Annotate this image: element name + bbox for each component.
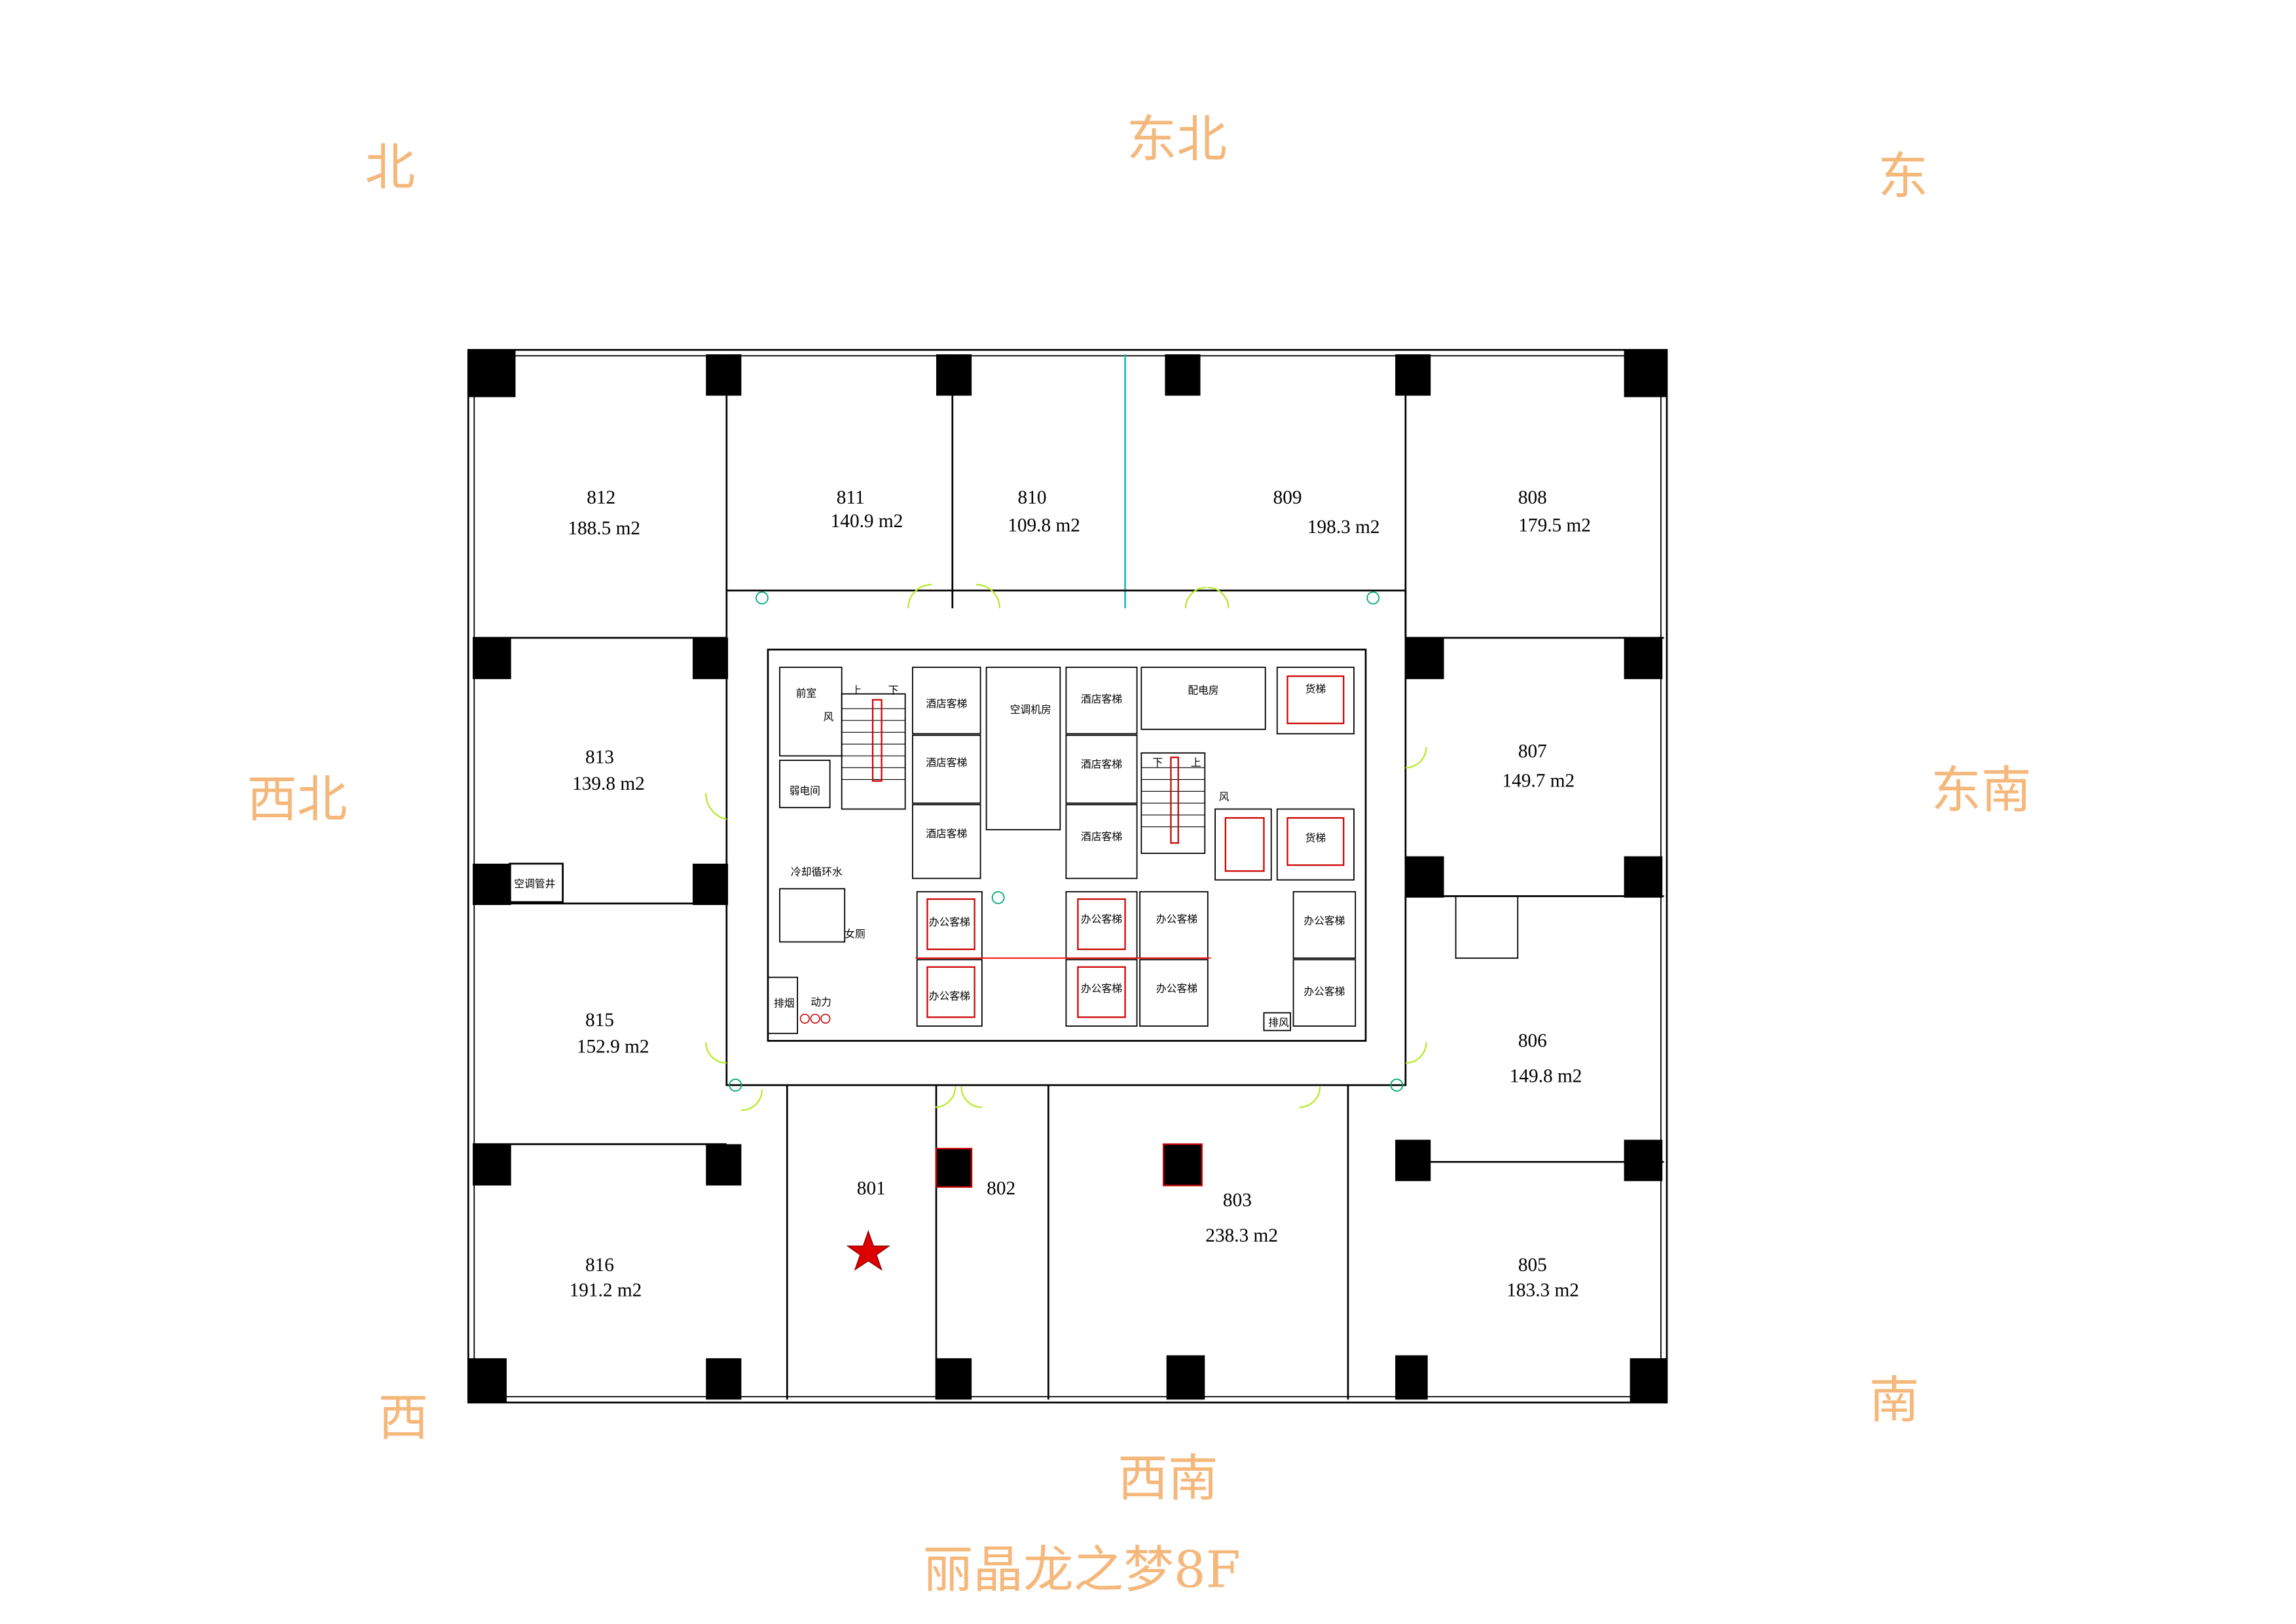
hotel-elevators-right: 酒店客梯 酒店客梯 酒店客梯 xyxy=(1065,667,1138,879)
wind-label-right: 风 xyxy=(1219,790,1230,803)
ac-shaft-label: 空调管井 xyxy=(514,877,555,890)
wind-label: 风 xyxy=(824,710,834,723)
svg-text:办公客梯: 办公客梯 xyxy=(1156,982,1197,995)
unit-805[interactable]: 805 183.3 m2 xyxy=(1506,1255,1579,1301)
svg-text:上: 上 xyxy=(1191,756,1201,769)
womens-wc-label: 女厕 xyxy=(845,928,866,940)
svg-text:酒店客梯: 酒店客梯 xyxy=(926,697,967,710)
stair-left: 上 下 xyxy=(841,684,906,810)
unit-815[interactable]: 815 152.9 m2 xyxy=(577,1010,649,1058)
svg-text:下: 下 xyxy=(1152,756,1163,769)
unit-812[interactable]: 812 188.5 m2 xyxy=(568,487,640,539)
power-label: 动力 xyxy=(811,995,831,1008)
unit-number: 811 xyxy=(837,487,865,508)
unit-807[interactable]: 807 149.7 m2 xyxy=(1502,741,1575,792)
unit-area: 152.9 m2 xyxy=(577,1036,649,1057)
unit-number: 803 xyxy=(1223,1190,1252,1211)
direction-southwest: 西南 xyxy=(1118,1450,1218,1508)
unit-803[interactable]: 803 238.3 m2 xyxy=(1205,1190,1278,1246)
distribution-room-label: 配电房 xyxy=(1188,684,1218,697)
unit-806[interactable]: 806 149.8 m2 xyxy=(1510,1030,1582,1086)
unit-number: 813 xyxy=(585,747,614,768)
unit-area: 191.2 m2 xyxy=(570,1280,642,1301)
svg-text:办公客梯: 办公客梯 xyxy=(929,916,970,929)
svg-text:办公客梯: 办公客梯 xyxy=(1156,913,1197,925)
unit-813[interactable]: 813 139.8 m2 xyxy=(572,747,645,795)
weak-current-room-label: 弱电间 xyxy=(790,784,820,797)
anteroom-label: 前室 xyxy=(796,687,817,699)
direction-north: 北 xyxy=(365,139,415,197)
unit-number: 802 xyxy=(987,1178,1015,1199)
unit-area: 149.8 m2 xyxy=(1510,1066,1582,1087)
svg-text:办公客梯: 办公客梯 xyxy=(1081,982,1122,995)
unit-area: 179.5 m2 xyxy=(1518,515,1591,536)
unit-number: 807 xyxy=(1518,741,1547,762)
unit-number: 806 xyxy=(1518,1030,1547,1051)
doors xyxy=(705,583,1427,1111)
unit-808[interactable]: 808 179.5 m2 xyxy=(1518,487,1591,536)
unit-area: 198.3 m2 xyxy=(1307,517,1380,538)
unit-810[interactable]: 810 109.8 m2 xyxy=(1008,487,1080,536)
plant-icon xyxy=(729,591,1404,1092)
exhaust-label: 排风 xyxy=(1268,1016,1289,1029)
unit-802[interactable]: 802 xyxy=(987,1178,1015,1199)
svg-text:办公客梯: 办公客梯 xyxy=(1303,914,1345,927)
unit-801[interactable]: 801 xyxy=(846,1178,890,1271)
direction-south: 南 xyxy=(1869,1371,1920,1430)
hotel-elevators-left: 酒店客梯 酒店客梯 酒店客梯 xyxy=(911,667,981,879)
direction-northwest: 西北 xyxy=(247,771,347,829)
unit-number: 815 xyxy=(585,1010,614,1031)
smoke-exhaust-label: 排烟 xyxy=(774,997,795,1010)
svg-text:下: 下 xyxy=(888,684,899,697)
svg-text:办公客梯: 办公客梯 xyxy=(1081,913,1122,925)
outer-walls xyxy=(467,348,1668,1404)
direction-east: 东 xyxy=(1878,147,1928,206)
direction-northeast: 东北 xyxy=(1127,111,1227,169)
svg-text:酒店客梯: 酒店客梯 xyxy=(1081,693,1122,705)
svg-text:办公客梯: 办公客梯 xyxy=(929,989,970,1002)
unit-area: 149.7 m2 xyxy=(1502,771,1575,792)
ac-room-label: 空调机房 xyxy=(1010,703,1051,716)
service-core: 空调管井 前室 弱电间 冷却循环水 上 下 风 女厕 排烟 动力 酒店客梯 酒店… xyxy=(514,591,1404,1092)
unit-number: 805 xyxy=(1518,1255,1547,1276)
unit-number: 801 xyxy=(857,1178,886,1199)
stair-right: 下 上 xyxy=(1140,752,1206,855)
unit-area: 109.8 m2 xyxy=(1008,515,1080,536)
star-icon xyxy=(846,1230,890,1271)
unit-number: 812 xyxy=(587,487,615,508)
direction-southeast: 东南 xyxy=(1931,762,2032,820)
svg-text:货梯: 货梯 xyxy=(1305,832,1326,844)
office-elevators: 办公客梯 办公客梯 办公客梯 办公客梯 办公客梯 办公客梯 办公客梯 办公客梯 xyxy=(915,891,1357,1027)
unit-area: 238.3 m2 xyxy=(1205,1225,1278,1246)
unit-816[interactable]: 816 191.2 m2 xyxy=(570,1255,642,1301)
svg-text:酒店客梯: 酒店客梯 xyxy=(1081,830,1122,843)
unit-area: 188.5 m2 xyxy=(568,518,640,539)
direction-west: 西 xyxy=(378,1389,429,1447)
svg-text:酒店客梯: 酒店客梯 xyxy=(926,827,967,840)
unit-area: 183.3 m2 xyxy=(1506,1280,1579,1301)
unit-811[interactable]: 811 140.9 m2 xyxy=(831,487,903,532)
unit-number: 809 xyxy=(1273,487,1302,508)
svg-text:货梯: 货梯 xyxy=(1305,682,1326,695)
unit-number: 810 xyxy=(1018,487,1047,508)
structural-columns xyxy=(468,350,1667,1403)
partitions xyxy=(473,354,1664,1400)
svg-text:酒店客梯: 酒店客梯 xyxy=(1081,758,1122,770)
unit-number: 816 xyxy=(585,1255,614,1276)
unit-area: 140.9 m2 xyxy=(831,511,903,532)
svg-text:上: 上 xyxy=(851,684,862,697)
unit-area: 139.8 m2 xyxy=(572,773,645,794)
svg-text:酒店客梯: 酒店客梯 xyxy=(926,756,967,769)
unit-number: 808 xyxy=(1518,487,1547,508)
svg-text:办公客梯: 办公客梯 xyxy=(1303,986,1345,998)
freight-elevators: 货梯 货梯 xyxy=(1214,667,1355,881)
cooling-water-label: 冷却循环水 xyxy=(791,866,843,878)
floor-title: 丽晶龙之梦8F xyxy=(923,1541,1241,1600)
